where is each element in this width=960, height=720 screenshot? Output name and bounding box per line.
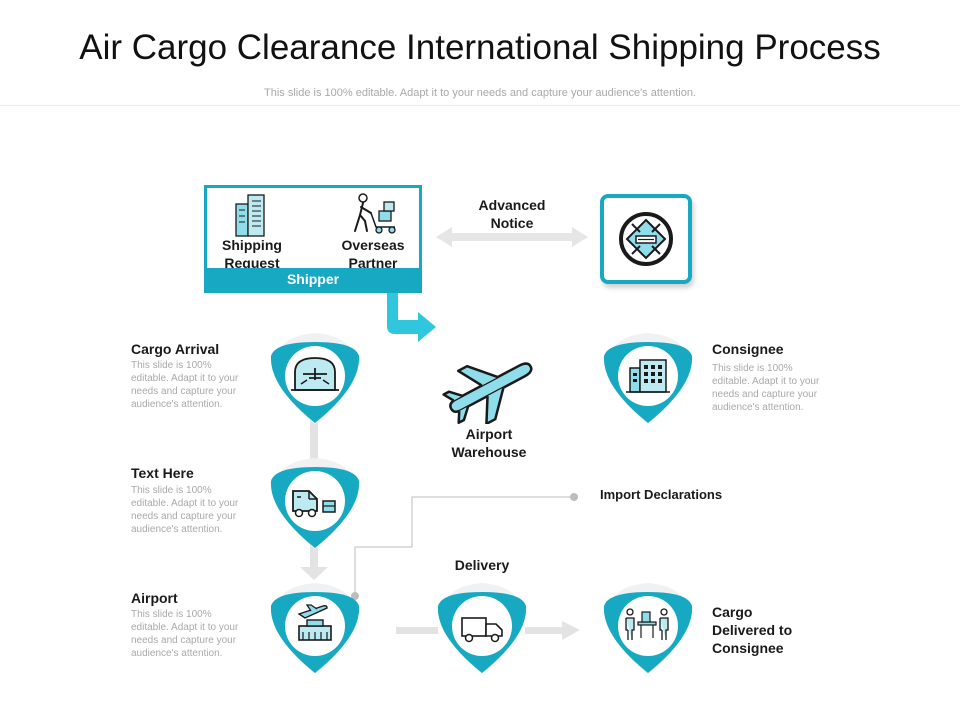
airport-title: Airport	[131, 590, 178, 606]
cargo-arrival-desc-2: editable. Adapt it to your	[131, 373, 239, 384]
airport-desc-3: needs and capture your	[131, 635, 237, 646]
cargo-arrival-desc-4: audience's attention.	[131, 399, 223, 410]
cargo-arrival-desc: This slide is 100% editable. Adapt it to…	[131, 359, 256, 411]
shipper-label: Shipper	[286, 271, 340, 287]
truck-icon	[461, 617, 503, 643]
node-consignee	[598, 328, 698, 428]
cargo-delivered-line2: Delivered to	[712, 622, 793, 638]
advanced-notice-line1: Advanced	[478, 197, 546, 213]
consignee-desc: This slide is 100% editable. Adapt it to…	[712, 362, 837, 414]
connector-delivery-delivered	[525, 627, 563, 634]
airplane-icon	[442, 362, 533, 424]
advanced-notice-line2: Notice	[490, 215, 534, 231]
delivery-title: Delivery	[454, 557, 510, 573]
consignee-desc-2: editable. Adapt it to your	[712, 376, 820, 387]
van-package-icon	[292, 490, 336, 518]
cargo-delivered-title: Cargo Delivered to Consignee	[712, 603, 792, 657]
airport-desc-4: audience's attention.	[131, 648, 223, 659]
consignee-desc-4: audience's attention.	[712, 402, 804, 413]
shipper-box: Shipping Request Overseas Partner Shippe…	[204, 185, 422, 293]
cargo-delivered-line3: Consignee	[712, 640, 784, 656]
office-building-icon	[626, 359, 670, 393]
cargo-delivered-line1: Cargo	[712, 604, 753, 620]
node-delivery	[432, 578, 532, 678]
advanced-notice-arrow	[436, 227, 588, 247]
airport-warehouse-line2: Warehouse	[451, 444, 527, 460]
shipping-request-line1: Shipping	[222, 237, 282, 253]
airport-desc-1: This slide is 100%	[131, 609, 212, 620]
consignee-desc-3: needs and capture your	[712, 389, 818, 400]
shipping-request-line2: Request	[224, 255, 280, 271]
connector-airport-delivery	[396, 627, 438, 634]
customs-stamp-icon	[619, 212, 673, 266]
worker-cart-icon	[354, 193, 396, 234]
consignee-desc-1: This slide is 100%	[712, 363, 793, 374]
cargo-arrival-desc-1: This slide is 100%	[131, 360, 212, 371]
airport-icon	[297, 604, 332, 641]
text-here-desc: This slide is 100% editable. Adapt it to…	[131, 484, 256, 536]
connector-arrow-right	[562, 621, 580, 640]
import-declarations-label: Import Declarations	[600, 487, 723, 502]
node-cargo-delivered	[598, 578, 698, 678]
text-here-desc-3: needs and capture your	[131, 511, 237, 522]
overseas-partner-line1: Overseas	[341, 237, 405, 253]
node-cargo-arrival	[265, 328, 365, 428]
customs-box	[600, 194, 692, 284]
node-text-here	[265, 453, 365, 553]
page-title: Air Cargo Clearance International Shippi…	[79, 28, 881, 67]
hangar-icon	[291, 357, 339, 391]
connector-arrival-text	[310, 420, 318, 468]
building-icon	[235, 194, 265, 237]
connector-text-airport	[310, 545, 318, 567]
text-here-desc-1: This slide is 100%	[131, 485, 212, 496]
airport-desc-2: editable. Adapt it to your	[131, 622, 239, 633]
cargo-arrival-desc-3: needs and capture your	[131, 386, 237, 397]
airport-warehouse-line1: Airport	[465, 426, 513, 442]
people-desk-icon	[625, 608, 669, 640]
page-subtitle: This slide is 100% editable. Adapt it to…	[264, 87, 696, 99]
import-declarations-line	[354, 496, 574, 596]
consignee-title: Consignee	[712, 341, 784, 357]
overseas-partner-line2: Partner	[348, 255, 398, 271]
node-airport	[265, 578, 365, 678]
shipper-bar: Shipper	[207, 268, 419, 290]
text-here-desc-4: audience's attention.	[131, 524, 223, 535]
connector-arrow-down	[300, 567, 328, 580]
airport-desc: This slide is 100% editable. Adapt it to…	[131, 608, 256, 660]
text-here-desc-2: editable. Adapt it to your	[131, 498, 239, 509]
shipper-down-arrow	[387, 293, 436, 342]
cargo-arrival-title: Cargo Arrival	[131, 341, 220, 357]
text-here-title: Text Here	[131, 465, 194, 481]
header-divider	[0, 105, 960, 106]
